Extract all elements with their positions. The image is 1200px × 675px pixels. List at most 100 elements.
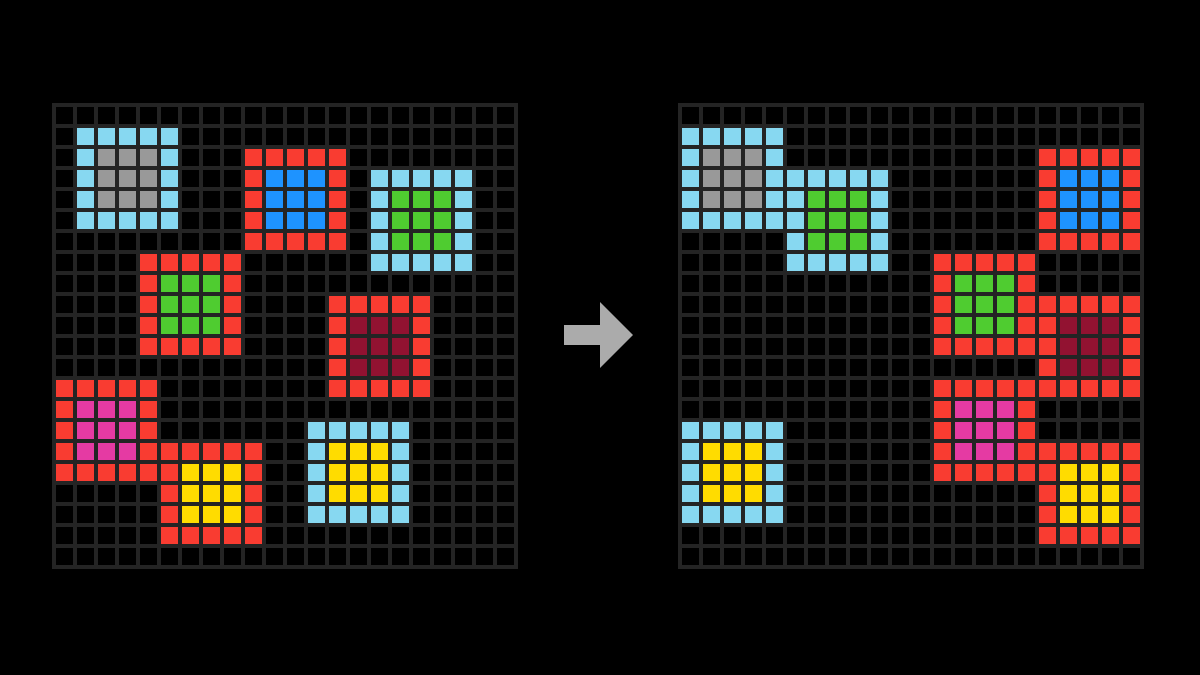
grid-cell bbox=[224, 527, 241, 544]
grid-cell bbox=[329, 233, 346, 250]
grid-cell bbox=[1060, 548, 1077, 565]
grid-cell bbox=[808, 548, 825, 565]
grid-cell bbox=[203, 107, 220, 124]
grid-cell bbox=[455, 485, 472, 502]
grid-cell bbox=[1060, 149, 1077, 166]
grid-cell bbox=[224, 149, 241, 166]
grid-cell bbox=[808, 443, 825, 460]
grid-cell bbox=[371, 149, 388, 166]
grid-cell bbox=[766, 506, 783, 523]
grid-cell bbox=[224, 128, 241, 145]
grid-cell bbox=[892, 464, 909, 481]
grid-cell bbox=[245, 233, 262, 250]
grid-cell bbox=[476, 506, 493, 523]
grid-cell bbox=[766, 380, 783, 397]
grid-cell bbox=[434, 380, 451, 397]
grid-cell bbox=[329, 191, 346, 208]
grid-cell bbox=[745, 401, 762, 418]
grid-cell bbox=[976, 464, 993, 481]
grid-cell bbox=[182, 233, 199, 250]
grid-cell bbox=[892, 212, 909, 229]
grid-cell bbox=[1039, 128, 1056, 145]
grid-cell bbox=[1123, 149, 1140, 166]
grid-cell bbox=[497, 212, 514, 229]
grid-cell bbox=[350, 296, 367, 313]
grid-cell bbox=[976, 170, 993, 187]
grid-cell bbox=[287, 401, 304, 418]
grid-cell bbox=[913, 401, 930, 418]
grid-cell bbox=[56, 170, 73, 187]
grid-cell bbox=[224, 443, 241, 460]
grid-cell bbox=[1039, 464, 1056, 481]
grid-cell bbox=[997, 296, 1014, 313]
grid-cell bbox=[371, 191, 388, 208]
grid-cell bbox=[829, 527, 846, 544]
grid-cell bbox=[1018, 548, 1035, 565]
grid-cell bbox=[413, 485, 430, 502]
grid-cell bbox=[829, 254, 846, 271]
grid-cell bbox=[77, 527, 94, 544]
grid-cell bbox=[434, 107, 451, 124]
grid-cell bbox=[1123, 485, 1140, 502]
grid-cell bbox=[682, 191, 699, 208]
grid-cell bbox=[682, 317, 699, 334]
grid-cell bbox=[182, 380, 199, 397]
grid-cell bbox=[766, 443, 783, 460]
grid-cell bbox=[934, 212, 951, 229]
grid-cell bbox=[934, 422, 951, 439]
grid-cell bbox=[724, 275, 741, 292]
grid-cell bbox=[1039, 107, 1056, 124]
grid-cell bbox=[1102, 527, 1119, 544]
grid-cell bbox=[703, 485, 720, 502]
grid-cell bbox=[934, 443, 951, 460]
grid-cell bbox=[497, 128, 514, 145]
grid-cell bbox=[955, 149, 972, 166]
grid-cell bbox=[77, 212, 94, 229]
grid-cell bbox=[703, 527, 720, 544]
grid-cell bbox=[1018, 380, 1035, 397]
grid-cell bbox=[455, 317, 472, 334]
grid-cell bbox=[1123, 128, 1140, 145]
grid-cell bbox=[245, 107, 262, 124]
grid-cell bbox=[892, 149, 909, 166]
grid-cell bbox=[913, 212, 930, 229]
grid-cell bbox=[308, 254, 325, 271]
grid-cell bbox=[1060, 254, 1077, 271]
grid-cell bbox=[850, 254, 867, 271]
grid-cell bbox=[1123, 548, 1140, 565]
grid-cell bbox=[976, 401, 993, 418]
grid-cell bbox=[871, 170, 888, 187]
grid-cell bbox=[955, 338, 972, 355]
grid-cell bbox=[1102, 338, 1119, 355]
grid-cell bbox=[1123, 191, 1140, 208]
grid-cell bbox=[976, 338, 993, 355]
grid-cell bbox=[703, 338, 720, 355]
grid-cell bbox=[892, 359, 909, 376]
grid-cell bbox=[350, 401, 367, 418]
grid-cell bbox=[203, 527, 220, 544]
grid-cell bbox=[892, 338, 909, 355]
grid-cell bbox=[371, 338, 388, 355]
grid-cell bbox=[119, 443, 136, 460]
grid-cell bbox=[497, 380, 514, 397]
grid-cell bbox=[350, 506, 367, 523]
grid-cell bbox=[724, 212, 741, 229]
grid-cell bbox=[203, 317, 220, 334]
grid-cell bbox=[1102, 254, 1119, 271]
grid-cell bbox=[871, 296, 888, 313]
grid-cell bbox=[98, 254, 115, 271]
grid-cell bbox=[266, 485, 283, 502]
grid-cell bbox=[892, 401, 909, 418]
grid-cell bbox=[350, 107, 367, 124]
grid-cell bbox=[56, 296, 73, 313]
grid-cell bbox=[434, 170, 451, 187]
grid-cell bbox=[976, 422, 993, 439]
grid-cell bbox=[1039, 191, 1056, 208]
grid-cell bbox=[1060, 506, 1077, 523]
grid-cell bbox=[308, 527, 325, 544]
grid-cell bbox=[98, 380, 115, 397]
grid-cell bbox=[392, 548, 409, 565]
grid-cell bbox=[1039, 170, 1056, 187]
grid-cell bbox=[1018, 149, 1035, 166]
grid-cell bbox=[224, 380, 241, 397]
